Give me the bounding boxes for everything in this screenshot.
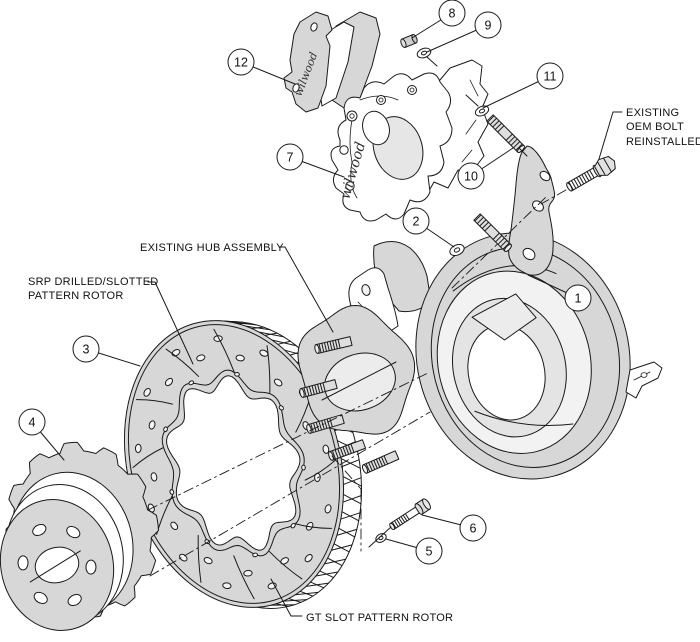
brake-pads: wilwood: [283, 11, 381, 113]
leader-lines: [31, 12, 623, 617]
callout-number-8: 8: [449, 7, 456, 21]
callout-7: 7: [276, 143, 304, 171]
callout-11: 11: [536, 62, 564, 90]
callout-2: 2: [402, 207, 430, 235]
leader-srp-rotor: [147, 281, 194, 365]
shield-caliper-tab: [625, 361, 663, 399]
callout-9: 9: [474, 11, 502, 39]
label-hub-assembly: EXISTING HUB ASSEMBLY: [140, 242, 284, 254]
leader-oem-bolt: [598, 111, 623, 160]
rotor-hat: [0, 441, 159, 631]
callout-number-4: 4: [29, 416, 36, 430]
caliper-inlet-fitting: [345, 181, 355, 191]
label-oem-bolt: EXISTING OEM BOLT REINSTALLED: [626, 107, 700, 148]
fasteners: [368, 33, 616, 548]
leader-hub-assembly: [278, 246, 334, 333]
callout-number-9: 9: [485, 19, 492, 33]
callout-number-7: 7: [287, 151, 294, 165]
callout-number-6: 6: [470, 522, 477, 536]
label-srp-rotor: SRP DRILLED/SLOTTED PATTERN ROTOR: [28, 276, 162, 302]
callout-number-1: 1: [575, 292, 582, 306]
callout-number-5: 5: [426, 545, 433, 559]
callout-6: 6: [459, 514, 487, 542]
leader-gt-rotor: [270, 578, 303, 617]
pad-tab-hole-top: [310, 22, 318, 32]
callout-5: 5: [415, 537, 443, 565]
callout-number-12: 12: [234, 56, 248, 70]
callout-8: 8: [438, 0, 466, 27]
callout-number-11: 11: [544, 70, 557, 84]
pad-tab-hole-bottom: [292, 83, 300, 93]
hub-assembly: [297, 304, 416, 474]
callout-3: 3: [72, 335, 100, 363]
text-labels: EXISTING OEM BOLT REINSTALLED EXISTING H…: [28, 107, 700, 624]
callout-12: 12: [227, 48, 255, 76]
caliper-piston-bore: [362, 110, 390, 146]
dust-shield: [373, 232, 663, 480]
brake-caliper: wilwood: [330, 59, 489, 222]
callout-number-2: 2: [413, 215, 420, 229]
caliper-mounting-bracket: [508, 145, 556, 276]
callout-10: 10: [457, 162, 485, 190]
callout-number-3: 3: [83, 343, 90, 357]
callout-1: 1: [564, 284, 592, 312]
callout-4: 4: [18, 408, 46, 436]
label-gt-rotor: GT SLOT PATTERN ROTOR: [306, 612, 453, 624]
caliper-crossover-fitting: [339, 145, 349, 155]
callout-number-10: 10: [464, 170, 478, 184]
